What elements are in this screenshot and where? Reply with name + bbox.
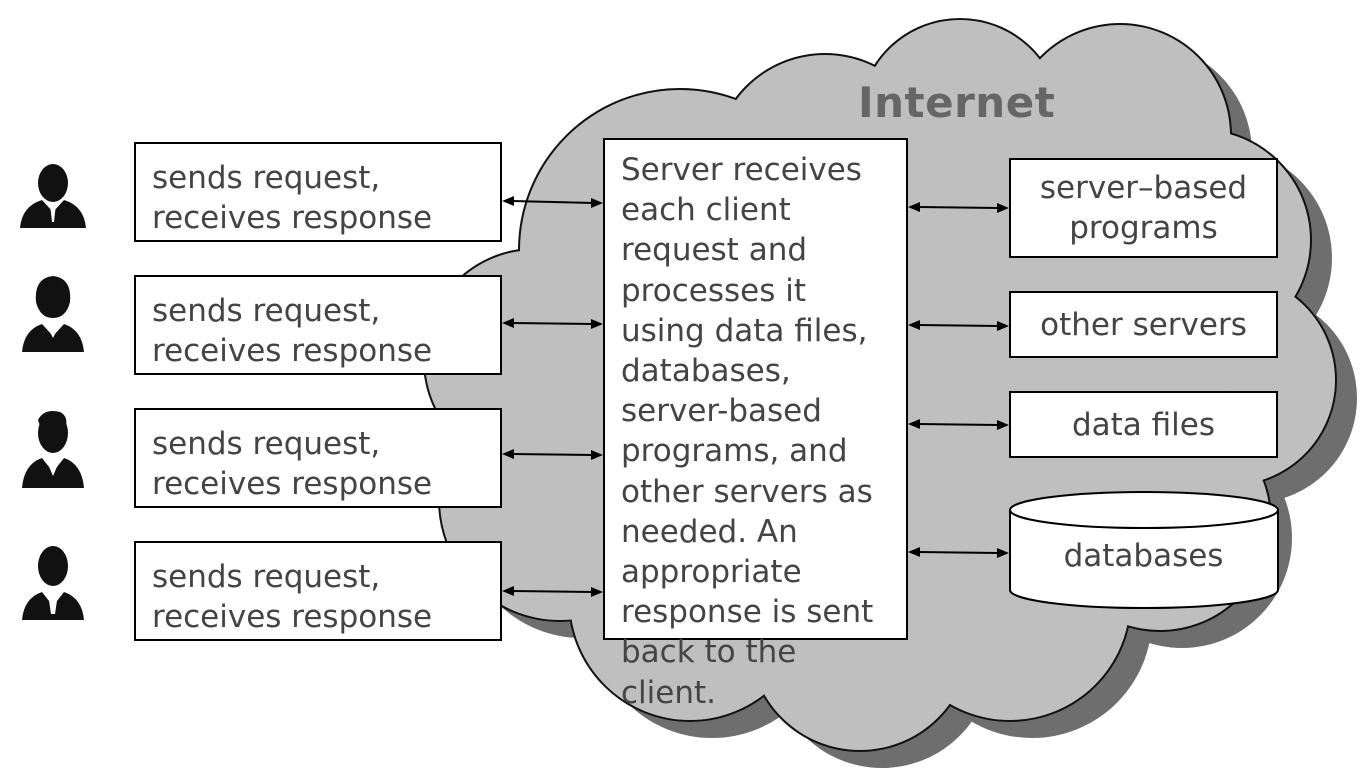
client-4-line2: receives response <box>152 599 433 635</box>
other-servers-label: other servers <box>1040 306 1247 343</box>
client-4-line1: sends request, <box>152 559 381 595</box>
client-1-person-icon <box>20 164 86 228</box>
server-description: Server receives each client request and … <box>621 152 874 711</box>
client-2-line2: receives response <box>152 333 433 369</box>
client-1-line1: sends request, <box>152 160 381 196</box>
arrow-databases <box>917 551 1000 554</box>
client-2-line1: sends request, <box>152 293 381 329</box>
arrow-client-3 <box>511 453 595 456</box>
client-box-1: sends request, receives response <box>134 142 502 242</box>
server-based-programs-box: server–based programs <box>1009 158 1278 258</box>
server-based-programs-label: server–based programs <box>1039 170 1248 246</box>
client-3-person-icon <box>22 411 84 488</box>
client-1-line2: receives response <box>152 200 433 236</box>
arrow-programs <box>917 206 1000 209</box>
server-resource-arrows <box>908 202 1009 558</box>
databases-label: databases <box>1063 538 1224 574</box>
arrow-client-2 <box>511 322 595 325</box>
client-3-line1: sends request, <box>152 426 381 462</box>
internet-title: Internet <box>858 78 1056 127</box>
client-box-4: sends request, receives response <box>134 541 502 641</box>
data-files-label: data files <box>1071 406 1216 443</box>
client-2-person-icon <box>22 276 84 352</box>
client-box-2: sends request, receives response <box>134 275 502 375</box>
client-3-line2: receives response <box>152 466 433 502</box>
client-box-3: sends request, receives response <box>134 408 502 508</box>
data-files-box: data files <box>1009 391 1278 458</box>
arrow-client-4 <box>511 590 595 593</box>
arrow-other-servers <box>917 324 1000 327</box>
server-box: Server receives each client request and … <box>603 138 908 711</box>
arrow-data-files <box>917 423 1000 426</box>
client-server-arrows <box>502 196 603 597</box>
database-cylinder-icon <box>1009 491 1279 609</box>
arrow-client-1 <box>511 200 595 204</box>
other-servers-box: other servers <box>1009 291 1278 358</box>
client-4-person-icon <box>22 546 84 620</box>
